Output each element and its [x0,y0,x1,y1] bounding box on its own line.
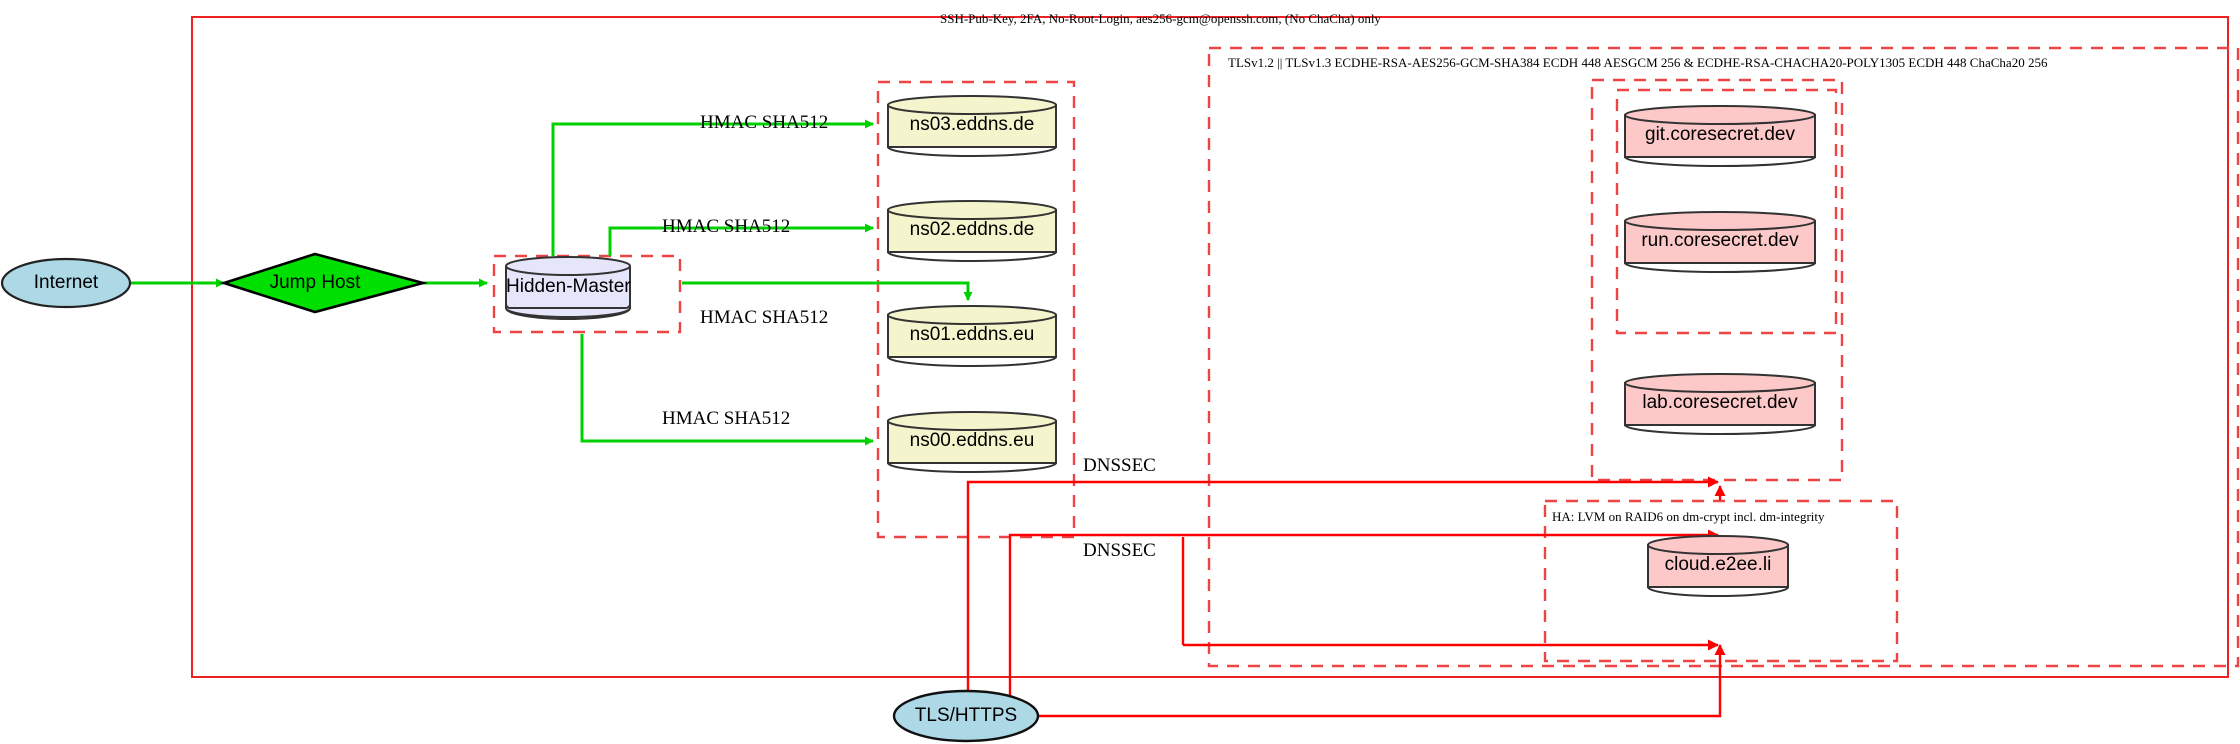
edge-label-hmac-ns00: HMAC SHA512 [662,408,791,429]
ha-zone-boundary [1543,499,1899,663]
edge-dnssec-upper [966,476,1719,488]
coresecret-inner-zone [1615,88,1838,335]
edge-hiddenmaster-ns03 [551,119,874,256]
node-internet-shape[interactable] [0,257,132,309]
node-tlshttps-label: TLS/HTTPS [914,705,1018,726]
node-ns02-shape[interactable] [887,200,1057,262]
node-cloud-shape[interactable] [1647,535,1789,597]
nameserver-zone [876,80,1076,539]
edge-dnssec-lower [1008,529,1719,541]
node-git-shape[interactable] [1624,105,1816,167]
node-ns00-label: ns00.eddns.eu [909,430,1035,451]
edge-tlshttps-right [1038,660,1722,718]
edge-hiddenmaster-ns00 [580,334,874,446]
edge-hiddenmaster-ns02 [608,223,874,256]
node-tlshttps-shape[interactable] [892,689,1040,743]
tls-zone-boundary [1207,46,2240,668]
ssh-zone-boundary [191,16,2229,678]
tls-zone-label: TLSv1.2 || TLSv1.3 ECDHE-RSA-AES256-GCM-… [1228,55,2048,70]
hidden-master-zone [492,254,682,334]
ssh-zone-label: SSH-Pub-Key, 2FA, No-Root-Login, aes256-… [940,11,1381,26]
edge-label-dnssec-lower: DNSSEC [1083,540,1156,561]
node-ns00-shape[interactable] [887,411,1057,473]
edge-label-hmac-ns01: HMAC SHA512 [700,307,829,328]
node-hiddenmaster-shape[interactable] [504,256,632,320]
node-jumphost-shape[interactable] [219,252,429,314]
node-ns03-label: ns03.eddns.de [909,114,1035,135]
node-ns02-label: ns02.eddns.de [909,219,1035,240]
node-git-label: git.coresecret.dev [1645,124,1795,145]
edge-label-hmac-ns02: HMAC SHA512 [662,216,791,237]
node-ns03-shape[interactable] [887,95,1057,157]
node-hiddenmaster-label: Hidden-Master [506,276,631,297]
edge-hiddenmaster-ns01 [682,281,973,301]
node-ns01-label: ns01.eddns.eu [909,324,1035,345]
edge-label-dnssec-upper: DNSSEC [1083,455,1156,476]
edge-label-hmac-ns03: HMAC SHA512 [700,112,829,133]
ha-zone-label: HA: LVM on RAID6 on dm-crypt incl. dm-in… [1552,509,1825,524]
node-cloud-label: cloud.e2ee.li [1664,554,1772,575]
node-lab-label: lab.coresecret.dev [1642,392,1798,413]
node-lab-shape[interactable] [1624,373,1816,435]
node-run-label: run.coresecret.dev [1641,230,1799,251]
node-run-shape[interactable] [1624,211,1816,273]
node-internet-label: Internet [33,272,99,293]
node-jumphost-label: Jump Host [269,272,361,293]
node-ns01-shape[interactable] [887,305,1057,367]
coresecret-zone [1590,78,1844,482]
